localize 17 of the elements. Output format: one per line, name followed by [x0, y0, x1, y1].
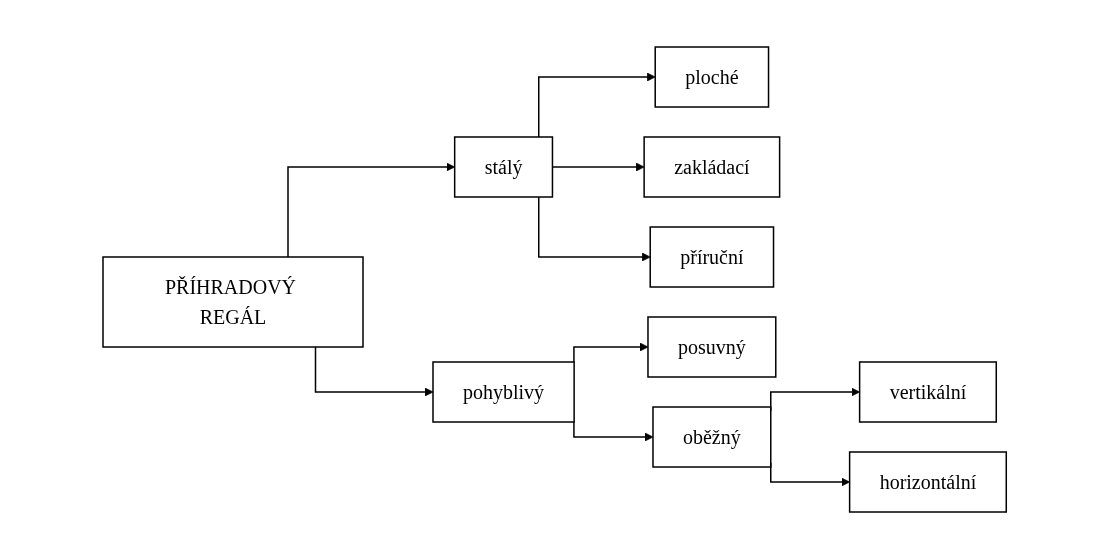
arrow: [287, 162, 456, 258]
node-box: horizontální: [849, 451, 1008, 513]
arrow: [538, 196, 651, 262]
arrow: [573, 342, 649, 363]
node-box: posuvný: [647, 316, 777, 378]
arrow: [538, 72, 656, 138]
node-box: příruční: [649, 226, 775, 288]
node-box: PŘÍHRADOVÝ REGÁL: [102, 256, 365, 348]
arrow: [552, 162, 645, 172]
node-box: oběžný: [652, 406, 772, 468]
arrow: [315, 346, 434, 397]
node-box: pohyblivý: [432, 361, 576, 423]
arrow: [573, 421, 654, 442]
node-box: zakládací: [643, 136, 781, 198]
node-box: stálý: [454, 136, 554, 198]
node-box: vertikální: [859, 361, 998, 423]
node-box: ploché: [654, 46, 770, 108]
